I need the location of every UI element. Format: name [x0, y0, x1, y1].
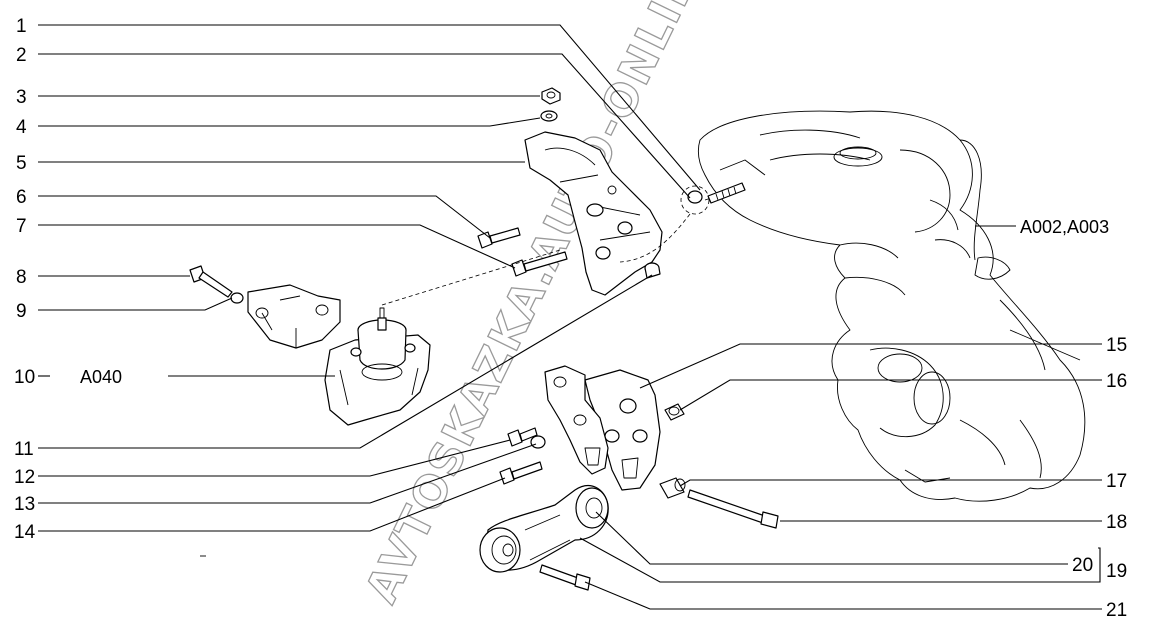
callout-20: 20 [1072, 555, 1093, 576]
part-18-long-bolt [687, 489, 779, 529]
callout-8: 8 [16, 267, 27, 288]
small-bracket [247, 284, 341, 349]
callout-labels-right: A002,A003 15 16 17 18 20 19 21 [1020, 217, 1127, 621]
part-12-bolt [507, 427, 538, 447]
callout-15: 15 [1106, 335, 1127, 356]
part-21-bolt [539, 564, 591, 591]
callout-21: 21 [1106, 600, 1127, 621]
part-9-washer [230, 292, 244, 304]
leader-lines [38, 24, 1102, 610]
support-plate [544, 365, 609, 475]
callout-14: 14 [14, 522, 36, 543]
part-13-washer [530, 435, 546, 449]
callout-10: 10 [14, 367, 35, 388]
callout-17: 17 [1106, 471, 1127, 492]
callout-4: 4 [16, 117, 27, 138]
reference-a040: A040 [80, 367, 122, 387]
engine-block-drawing [697, 110, 1086, 502]
callout-labels-left: 1 2 3 4 5 6 7 8 9 10 A040 11 12 13 14 [14, 16, 122, 543]
part-7-bolt [511, 251, 568, 277]
callout-12: 12 [14, 467, 35, 488]
part-20-bushing [575, 487, 609, 529]
part-8-bolt [189, 265, 233, 298]
callout-19: 19 [1106, 561, 1127, 582]
part-2-nut [687, 190, 703, 204]
callout-3: 3 [16, 87, 27, 108]
callout-13: 13 [14, 494, 35, 515]
part-10-engine-mount [324, 307, 431, 426]
part-11-bushing [644, 262, 661, 279]
part-3-nut [541, 87, 561, 105]
part-14-bolt [499, 461, 543, 485]
callout-2: 2 [16, 45, 27, 66]
part-4-washer [540, 110, 558, 122]
callout-7: 7 [16, 216, 27, 237]
part-6-bolt [477, 227, 521, 249]
reference-a002-a003: A002,A003 [1020, 217, 1109, 237]
callout-9: 9 [16, 301, 27, 322]
callout-6: 6 [16, 187, 27, 208]
callout-16: 16 [1106, 371, 1127, 392]
callout-11: 11 [14, 439, 34, 460]
part-15-front-bracket [584, 369, 661, 491]
callout-1: 1 [16, 16, 27, 37]
part-16-bushing [664, 403, 685, 421]
part-5-upper-bracket [524, 131, 663, 296]
part-17-spacer [659, 477, 686, 499]
callout-5: 5 [16, 153, 27, 174]
part-1-stud [707, 182, 746, 204]
callout-18: 18 [1106, 512, 1127, 533]
